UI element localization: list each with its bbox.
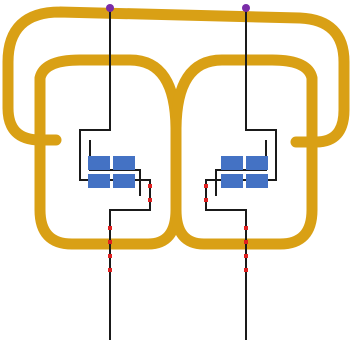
left-marker-group xyxy=(108,184,152,272)
right-marker xyxy=(204,184,208,188)
right-marker xyxy=(204,198,208,202)
outer-frame-track xyxy=(2,6,350,148)
left-pad-array xyxy=(88,156,135,188)
left-marker xyxy=(148,198,152,202)
right-pad xyxy=(221,174,243,188)
left-pad xyxy=(113,156,135,170)
right-terminal xyxy=(242,4,250,12)
right-pad xyxy=(221,156,243,170)
right-marker xyxy=(244,240,248,244)
right-marker xyxy=(244,254,248,258)
left-pad xyxy=(113,174,135,188)
right-marker xyxy=(244,268,248,272)
left-marker xyxy=(108,268,112,272)
right-pad xyxy=(246,174,268,188)
right-marker-group xyxy=(204,184,248,272)
left-marker xyxy=(148,184,152,188)
left-marker xyxy=(108,226,112,230)
left-marker xyxy=(108,254,112,258)
right-pad xyxy=(246,156,268,170)
left-chamber-track xyxy=(34,54,182,250)
left-pad xyxy=(88,156,110,170)
right-chamber-track xyxy=(170,54,318,250)
left-pad xyxy=(88,174,110,188)
left-terminal xyxy=(106,4,114,12)
right-marker xyxy=(244,226,248,230)
right-pad-array xyxy=(221,156,268,188)
left-marker xyxy=(108,240,112,244)
